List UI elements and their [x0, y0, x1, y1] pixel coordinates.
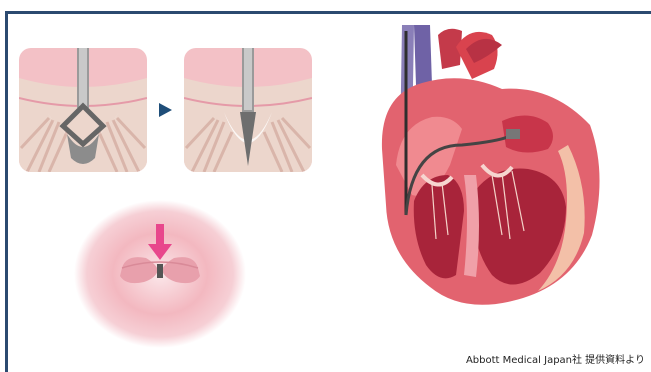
mitral-clip-open-icon: [19, 48, 147, 172]
play-arrow-icon: [155, 100, 175, 120]
heart-illustration-figure: [352, 25, 622, 315]
valve-closeup-figure: [70, 190, 250, 350]
mitral-clip-closed-icon: [184, 48, 312, 172]
clip-step-closed-figure: [184, 48, 312, 172]
source-caption: Abbott Medical Japan社 提供資料より: [466, 351, 645, 366]
clip-step-open-figure: [19, 48, 147, 172]
heart-cross-section-icon: [352, 25, 622, 315]
valve-clip-closeup-icon: [70, 190, 250, 350]
